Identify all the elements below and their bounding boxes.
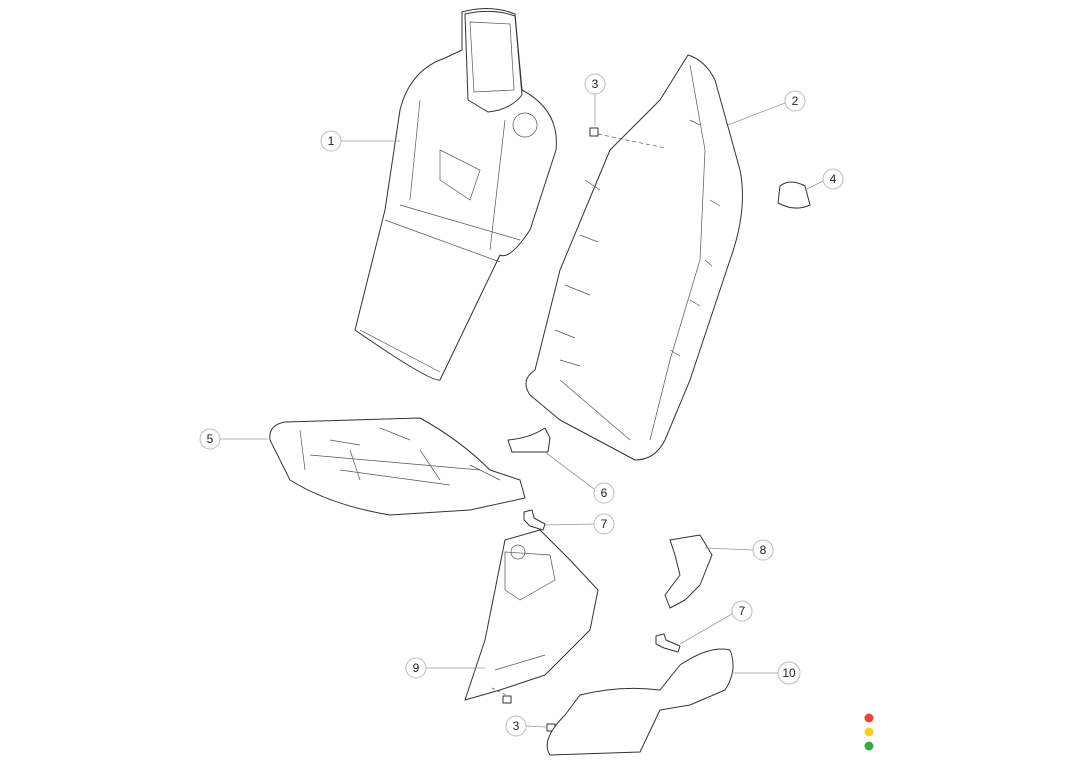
callout-label: 3 <box>592 77 599 91</box>
callout-label: 5 <box>207 432 214 446</box>
callout-1: 1 <box>320 130 342 152</box>
callout-9: 9 <box>405 657 427 679</box>
callout-label: 2 <box>792 94 799 108</box>
callout-10: 10 <box>777 661 801 685</box>
part-7-bolt[interactable] <box>655 633 681 653</box>
callout-6: 6 <box>593 482 615 504</box>
callout-label: 6 <box>601 486 608 500</box>
part-4-cap[interactable] <box>777 181 811 209</box>
callout-label: 8 <box>760 543 767 557</box>
callout-7: 7 <box>593 513 615 535</box>
callout-label: 10 <box>782 666 796 680</box>
callout-2: 2 <box>784 90 806 112</box>
callout-label: 4 <box>830 172 837 186</box>
part-9-side-shield[interactable] <box>464 529 599 701</box>
red-status-dot <box>864 713 874 723</box>
yellow-status-dot <box>864 727 874 737</box>
callout-8: 8 <box>752 539 774 561</box>
callout-7: 7 <box>731 600 753 622</box>
callout-4: 4 <box>822 168 844 190</box>
callout-3: 3 <box>505 715 527 737</box>
callout-5: 5 <box>199 428 221 450</box>
callout-label: 3 <box>513 719 520 733</box>
part-10-cover[interactable] <box>546 648 734 756</box>
part-2-seat-back-panel[interactable] <box>525 54 743 461</box>
callout-label: 7 <box>601 517 608 531</box>
part-6-bracket[interactable] <box>507 427 551 453</box>
part-3-clip[interactable] <box>589 127 666 149</box>
part-1-seat-back-cover[interactable] <box>354 8 557 381</box>
leader-lines <box>220 94 824 728</box>
green-status-dot <box>864 741 874 751</box>
part-3-clip[interactable] <box>491 687 556 732</box>
part-8-bracket[interactable] <box>664 534 713 609</box>
callout-label: 9 <box>413 661 420 675</box>
callout-label: 7 <box>739 604 746 618</box>
callout-3: 3 <box>584 73 606 95</box>
callout-label: 1 <box>328 134 335 148</box>
part-7-bolt[interactable] <box>523 509 546 531</box>
part-5-seat-pan[interactable] <box>269 417 526 516</box>
